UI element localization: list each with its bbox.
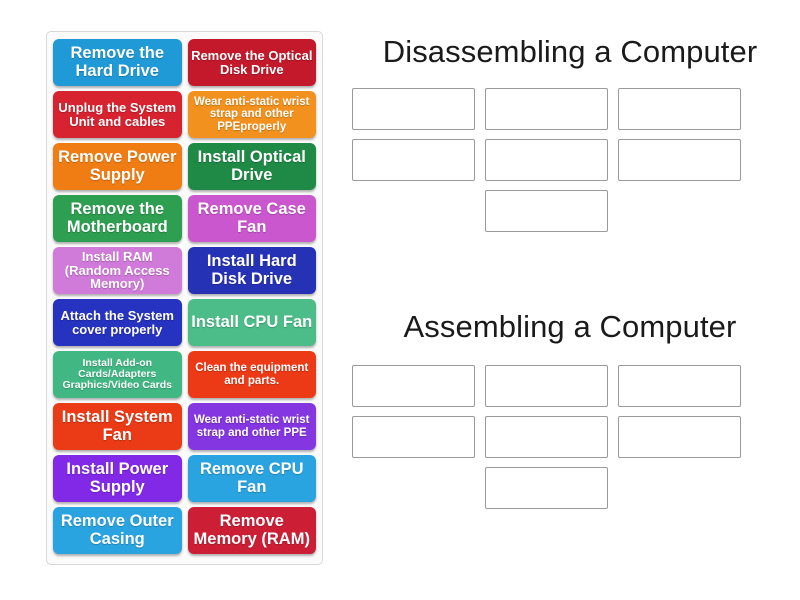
draggable-card[interactable]: Attach the System cover properly: [53, 299, 182, 346]
draggable-card[interactable]: Wear anti-static wrist strap and other P…: [187, 403, 316, 450]
dropzone-assembling-6[interactable]: [618, 416, 741, 458]
draggable-card[interactable]: Remove Outer Casing: [53, 507, 182, 554]
card-row: Install System Fan Wear anti-static wrist…: [53, 403, 316, 450]
card-label: Remove the Motherboard: [66, 200, 168, 236]
dropzone-assembling-4[interactable]: [352, 416, 475, 458]
dropzone-assembling-5[interactable]: [485, 416, 608, 458]
draggable-card[interactable]: Remove the Motherboard: [53, 195, 182, 242]
draggable-card[interactable]: Clean the equipment and parts.: [187, 351, 316, 398]
dropzone-disassembling-3[interactable]: [618, 88, 741, 130]
card-label: Install System Fan: [61, 408, 173, 444]
draggable-card[interactable]: Remove the Hard Drive: [53, 39, 182, 86]
draggable-card[interactable]: Install CPU Fan: [187, 299, 316, 346]
draggable-card[interactable]: Remove CPU Fan: [187, 455, 316, 502]
draggable-card[interactable]: Remove Power Supply: [53, 143, 182, 190]
card-row: Install Power Supply Remove CPU Fan: [53, 455, 316, 502]
draggable-card[interactable]: Install Power Supply: [53, 455, 182, 502]
draggable-card[interactable]: Remove Case Fan: [187, 195, 316, 242]
card-tray: Remove the Hard Drive Remove the Optical …: [46, 31, 323, 565]
dropzone-assembling-2[interactable]: [485, 365, 608, 407]
group-heading-disassembling: Disassembling a Computer: [382, 34, 758, 69]
draggable-card[interactable]: Wear anti-static wrist strap and other P…: [187, 91, 316, 138]
card-label: Remove the Hard Drive: [70, 44, 165, 80]
draggable-card[interactable]: Remove Memory (RAM): [187, 507, 316, 554]
draggable-card[interactable]: Install System Fan: [53, 403, 182, 450]
card-row: Install Add-on Cards/Adapters Graphics/V…: [53, 351, 316, 398]
card-label: Install Add-on Cards/Adapters Graphics/V…: [62, 356, 172, 391]
card-label: Install CPU Fan: [191, 312, 313, 331]
card-label: Install Hard Disk Drive: [206, 252, 297, 288]
card-row: Remove Power Supply Install Optical Drive: [53, 143, 316, 190]
dropzone-disassembling-6[interactable]: [618, 139, 741, 181]
draggable-card[interactable]: Install RAM (Random Access Memory): [53, 247, 182, 294]
dropzone-assembling-1[interactable]: [352, 365, 475, 407]
card-label: Install Optical Drive: [197, 148, 306, 184]
card-label: Remove Outer Casing: [60, 512, 174, 548]
card-label: Unplug the System Unit and cables: [58, 99, 177, 129]
dropzone-assembling-3[interactable]: [618, 365, 741, 407]
card-label: Install Power Supply: [66, 460, 169, 496]
draggable-card[interactable]: Install Add-on Cards/Adapters Graphics/V…: [53, 351, 182, 398]
card-row: Attach the System cover properly Install …: [53, 299, 316, 346]
group-heading-assembling: Assembling a Computer: [403, 309, 737, 344]
dropzone-grid-disassembling: [352, 88, 788, 232]
dropzone-disassembling-2[interactable]: [485, 88, 608, 130]
dropzone-disassembling-4[interactable]: [352, 139, 475, 181]
card-row: Install RAM (Random Access Memory) Instal…: [53, 247, 316, 294]
card-label: Clean the equipment and parts.: [195, 362, 309, 387]
draggable-card[interactable]: Unplug the System Unit and cables: [53, 91, 182, 138]
card-label: Wear anti-static wrist strap and other P…: [194, 414, 310, 439]
card-label: Wear anti-static wrist strap and other P…: [194, 96, 310, 133]
dropzone-assembling-7[interactable]: [485, 467, 608, 509]
card-label: Install RAM (Random Access Memory): [64, 249, 170, 292]
dropzone-disassembling-5[interactable]: [485, 139, 608, 181]
card-label: Remove Power Supply: [58, 148, 177, 184]
card-label: Remove CPU Fan: [199, 460, 304, 496]
groups-panel: Disassembling a Computer Assembling a Co…: [340, 0, 800, 600]
card-row: Unplug the System Unit and cables Wear an…: [53, 91, 316, 138]
draggable-card[interactable]: Install Hard Disk Drive: [187, 247, 316, 294]
card-row: Remove the Motherboard Remove Case Fan: [53, 195, 316, 242]
card-label: Attach the System cover properly: [60, 307, 174, 337]
card-row: Remove the Hard Drive Remove the Optical …: [53, 39, 316, 86]
dropzone-grid-assembling: [352, 365, 788, 509]
card-label: Remove Case Fan: [197, 200, 306, 236]
dropzone-disassembling-1[interactable]: [352, 88, 475, 130]
card-label: Remove Memory (RAM): [193, 512, 310, 548]
card-row: Remove Outer Casing Remove Memory (RAM): [53, 507, 316, 554]
draggable-card[interactable]: Install Optical Drive: [187, 143, 316, 190]
card-label: Remove the Optical Disk Drive: [191, 47, 313, 77]
draggable-card[interactable]: Remove the Optical Disk Drive: [187, 39, 316, 86]
dropzone-disassembling-7[interactable]: [485, 190, 608, 232]
